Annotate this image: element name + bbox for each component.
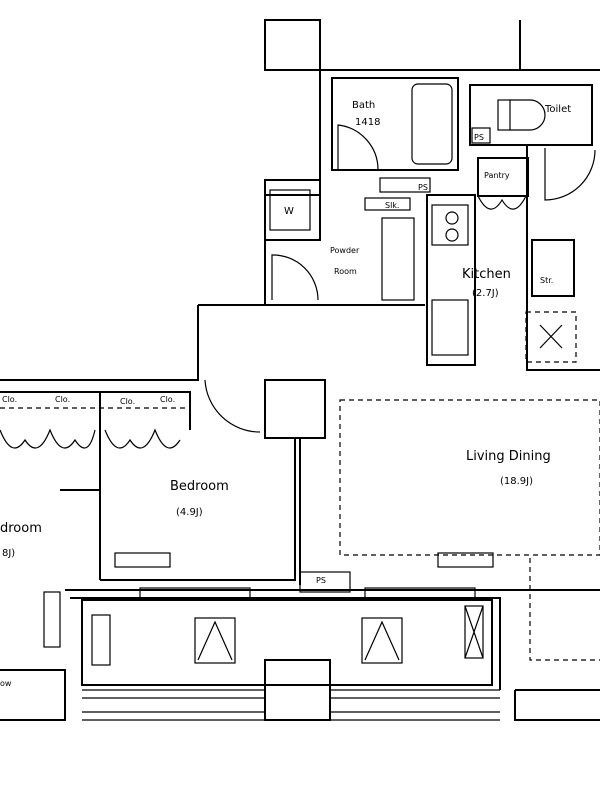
toilet-bowl: [510, 99, 546, 131]
outer-wall-topright: [519, 20, 600, 71]
stove-icon: [431, 204, 469, 246]
burner-icon-2: [445, 228, 459, 242]
evac-ladder-icon-1: [197, 620, 233, 661]
bedroom-label: Bedroom: [170, 479, 229, 494]
living-dining-label: Living Dining: [466, 449, 551, 464]
outer-wall-top: [319, 69, 520, 175]
bath-room: [331, 77, 459, 171]
facade-wall: [65, 589, 600, 690]
closet-label-2: Clo.: [55, 395, 70, 404]
burner-icon: [445, 211, 459, 225]
aircon-unit: [114, 552, 171, 568]
toilet-tank: [497, 99, 511, 131]
washer-icon: [269, 189, 311, 231]
kitchen-counter: [426, 194, 476, 366]
closet-walls: [0, 391, 191, 580]
closet-doors-right: [104, 428, 181, 449]
ps-label: PS: [474, 133, 484, 142]
shaft-top: [264, 19, 321, 71]
powder-door: [271, 254, 319, 301]
hall-wall: [0, 304, 265, 381]
evac-ladder-1: [194, 617, 236, 664]
closet-label-3: Clo.: [120, 397, 135, 406]
closet-doors-left: [0, 428, 96, 449]
outdoor-unit: [464, 605, 484, 659]
toilet-room: [469, 84, 593, 146]
living-dining-rug: [339, 399, 600, 556]
storage: [531, 239, 575, 297]
bedroom-area: (4.9J): [176, 507, 203, 518]
pantry-doors: [477, 195, 527, 210]
balcony-left-label: ow: [0, 679, 12, 688]
bedroom-door: [204, 379, 261, 433]
storage-label: Str.: [540, 276, 553, 285]
balcony-column: [264, 659, 331, 721]
balcony: [81, 599, 493, 686]
washer-label: W: [284, 206, 294, 217]
living-dining-area: (18.9J): [500, 476, 533, 487]
bedroom2-label: droom: [0, 521, 42, 536]
balcony-hatch: [91, 614, 111, 666]
shoe-label: Slk.: [385, 201, 399, 210]
powder-label: Powder: [330, 246, 360, 255]
closet-label-1: Clo.: [2, 395, 17, 404]
toilet-door: [544, 148, 596, 201]
bath-size: 1418: [355, 117, 380, 128]
ps-label-3: PS: [316, 576, 326, 585]
kitchen-wall-right: [526, 145, 600, 371]
balcony-side-walls: [0, 669, 600, 721]
bathtub: [411, 83, 453, 165]
closet-label-4: Clo.: [160, 395, 175, 404]
evac-ladder-icon-2: [364, 620, 400, 661]
vanity: [381, 217, 415, 301]
washer-space: [264, 179, 321, 241]
ps-box: [471, 127, 491, 144]
ps-duct: [379, 177, 431, 193]
pantry-label: Pantry: [484, 171, 510, 180]
ps-label-2: PS: [418, 183, 428, 192]
side-panel: [43, 591, 61, 648]
outdoor-unit-x-icon: [464, 605, 484, 659]
bath-label: Bath: [352, 100, 375, 111]
kitchen-label: Kitchen: [462, 267, 511, 282]
ps-duct-2: [299, 571, 351, 593]
vent-icon: [539, 324, 563, 349]
aircon-unit-2: [437, 552, 494, 568]
powder-label-2: Room: [334, 267, 357, 276]
sink-icon: [431, 299, 469, 356]
toilet-label: Toilet: [544, 104, 571, 115]
bedroom-walls: [100, 437, 301, 585]
evac-ladder-2: [361, 617, 403, 664]
balcony-railing: [82, 689, 500, 721]
bath-door: [337, 124, 379, 171]
shoe-shelf: [364, 197, 411, 211]
kitchen-area: (2.7J): [472, 288, 499, 299]
bedroom2-area: 8J): [2, 548, 15, 559]
column: [264, 379, 326, 439]
living-lower-area: [529, 558, 600, 661]
